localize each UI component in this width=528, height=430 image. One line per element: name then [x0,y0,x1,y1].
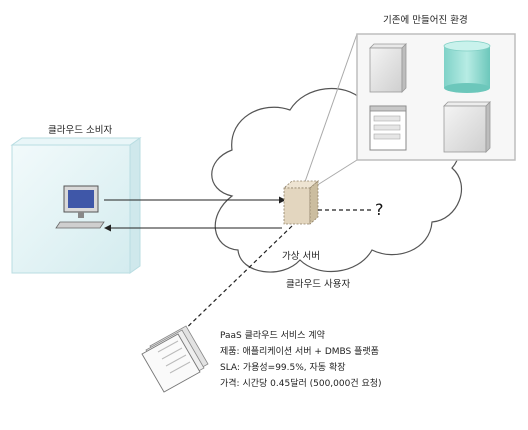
computer-icon [55,185,105,229]
contract-link-line [175,225,293,339]
contract-document-icon [141,325,209,393]
response-arrowhead [104,224,111,232]
virtual-server-label: 가상 서버 [282,251,320,262]
projection-line [299,33,358,197]
contract-sla: SLA: 가용성=99.5%, 자동 확장 [220,363,346,373]
cloud-provider-label: 클라우드 사용자 [286,279,351,290]
database-icon [443,40,491,93]
virtual-server-icon [282,180,320,225]
application-window-icon [369,105,407,151]
request-arrowhead [279,196,286,204]
contract-price: 가격: 시간당 0.45달러 (500,000건 요청) [220,379,382,389]
existing-env-label: 기존에 만들어진 환경 [383,15,468,26]
storage-cube-icon [443,101,491,153]
unknown-marker: ? [375,200,384,219]
cloud-consumer-label: 클라우드 소비자 [48,125,113,136]
contract-title: PaaS 클라우드 서비스 계약 [220,331,325,341]
server-cube-icon [369,43,407,93]
contract-product: 제품: 애플리케이션 서버 + DMBS 플랫폼 [220,347,379,357]
